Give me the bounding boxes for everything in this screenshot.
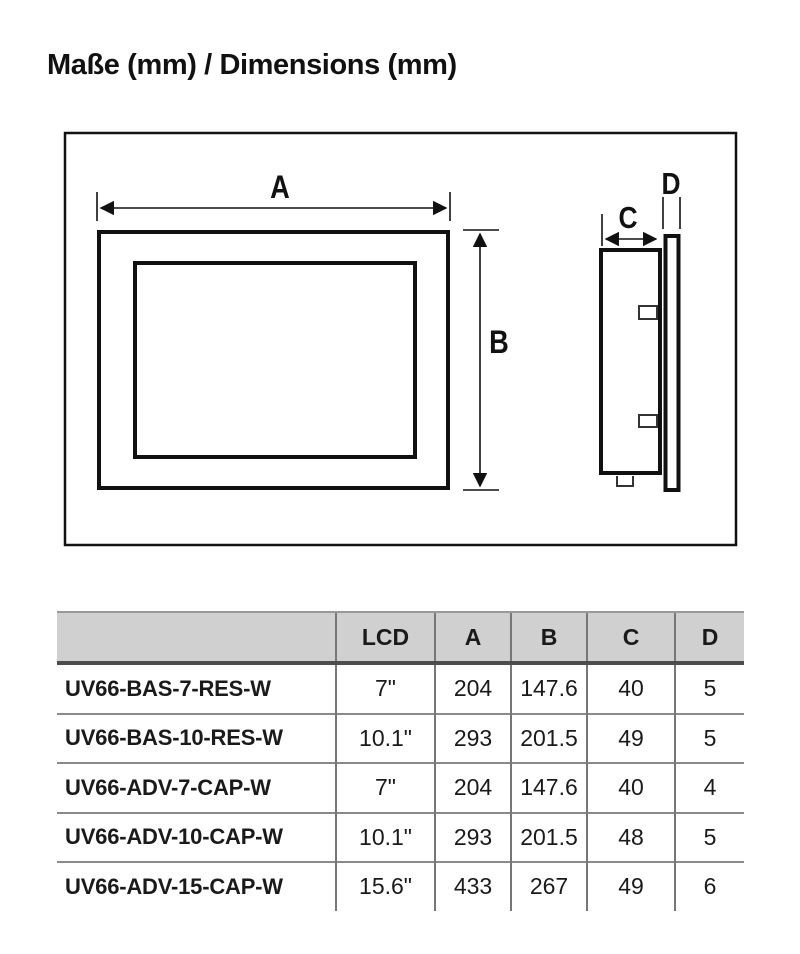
header-model [57,611,336,665]
a-value: 433 [434,861,511,911]
d-value: 5 [674,811,744,862]
b-value: 147.6 [510,762,587,813]
a-value: 204 [434,663,511,714]
b-value: 201.5 [510,712,587,763]
b-value: 201.5 [510,811,587,862]
table-row: UV66-ADV-7-CAP-W 7" 204 147.6 40 4 [57,762,744,813]
model-name: UV66-BAS-7-RES-W [65,675,271,701]
b-value: 147.6 [510,663,587,714]
a-value: 293 [434,712,511,763]
drawing-frame [63,131,738,547]
header-lcd: LCD [335,611,435,665]
header-b: B [510,611,587,665]
b-value: 267 [510,861,587,911]
a-value: 293 [434,811,511,862]
dimensions-table: LCD A B C D UV66-BAS-7-RES-W 7" 204 147.… [57,611,744,911]
model-name: UV66-BAS-10-RES-W [57,712,336,763]
model-name: UV66-ADV-7-CAP-W [57,762,336,813]
dim-label-b: B [489,324,509,360]
model-name: UV66-ADV-15-CAP-W [57,861,336,911]
side-view-connector-bottom [638,414,658,428]
lcd-value: 10.1" [335,811,435,862]
dim-label-c: C [618,200,638,235]
c-value: 40 [586,762,675,813]
table-header-row: LCD A B C D [57,611,744,665]
table-row: UV66-ADV-10-CAP-W 10.1" 293 201.5 48 5 [57,811,744,862]
side-view-connector-top [638,305,658,320]
d-value: 6 [674,861,744,911]
c-value: 49 [586,861,675,911]
dim-label-a: A [270,169,290,205]
c-value: 40 [586,663,675,714]
d-value: 5 [674,663,744,714]
table-row: UV66-ADV-15-CAP-W 15.6" 433 267 49 6 [57,861,744,911]
lcd-value: 15.6" [335,861,435,911]
header-c: C [586,611,675,665]
model-name: UV66-ADV-10-CAP-W [57,811,336,862]
lcd-value: 10.1" [335,712,435,763]
d-value: 5 [674,712,744,763]
lcd-value: 7" [335,663,435,714]
dim-label-d: D [661,166,681,201]
page-title: Maße (mm) / Dimensions (mm) [47,49,457,81]
table-row: UV66-BAS-7-RES-W 7" 204 147.6 40 5 [57,663,744,714]
front-view-screen [133,261,417,459]
side-view-notch [616,476,634,487]
table-row: UV66-BAS-10-RES-W 10.1" 293 201.5 49 5 [57,712,744,763]
side-view-bezel-plate [663,234,681,492]
a-value: 204 [434,762,511,813]
side-view-body [599,248,662,475]
header-d: D [674,611,744,665]
c-value: 49 [586,712,675,763]
header-a: A [434,611,511,665]
technical-drawing [63,131,738,547]
dimension-diagram: A B C D [63,131,738,547]
d-value: 4 [674,762,744,813]
c-value: 48 [586,811,675,862]
lcd-value: 7" [335,762,435,813]
